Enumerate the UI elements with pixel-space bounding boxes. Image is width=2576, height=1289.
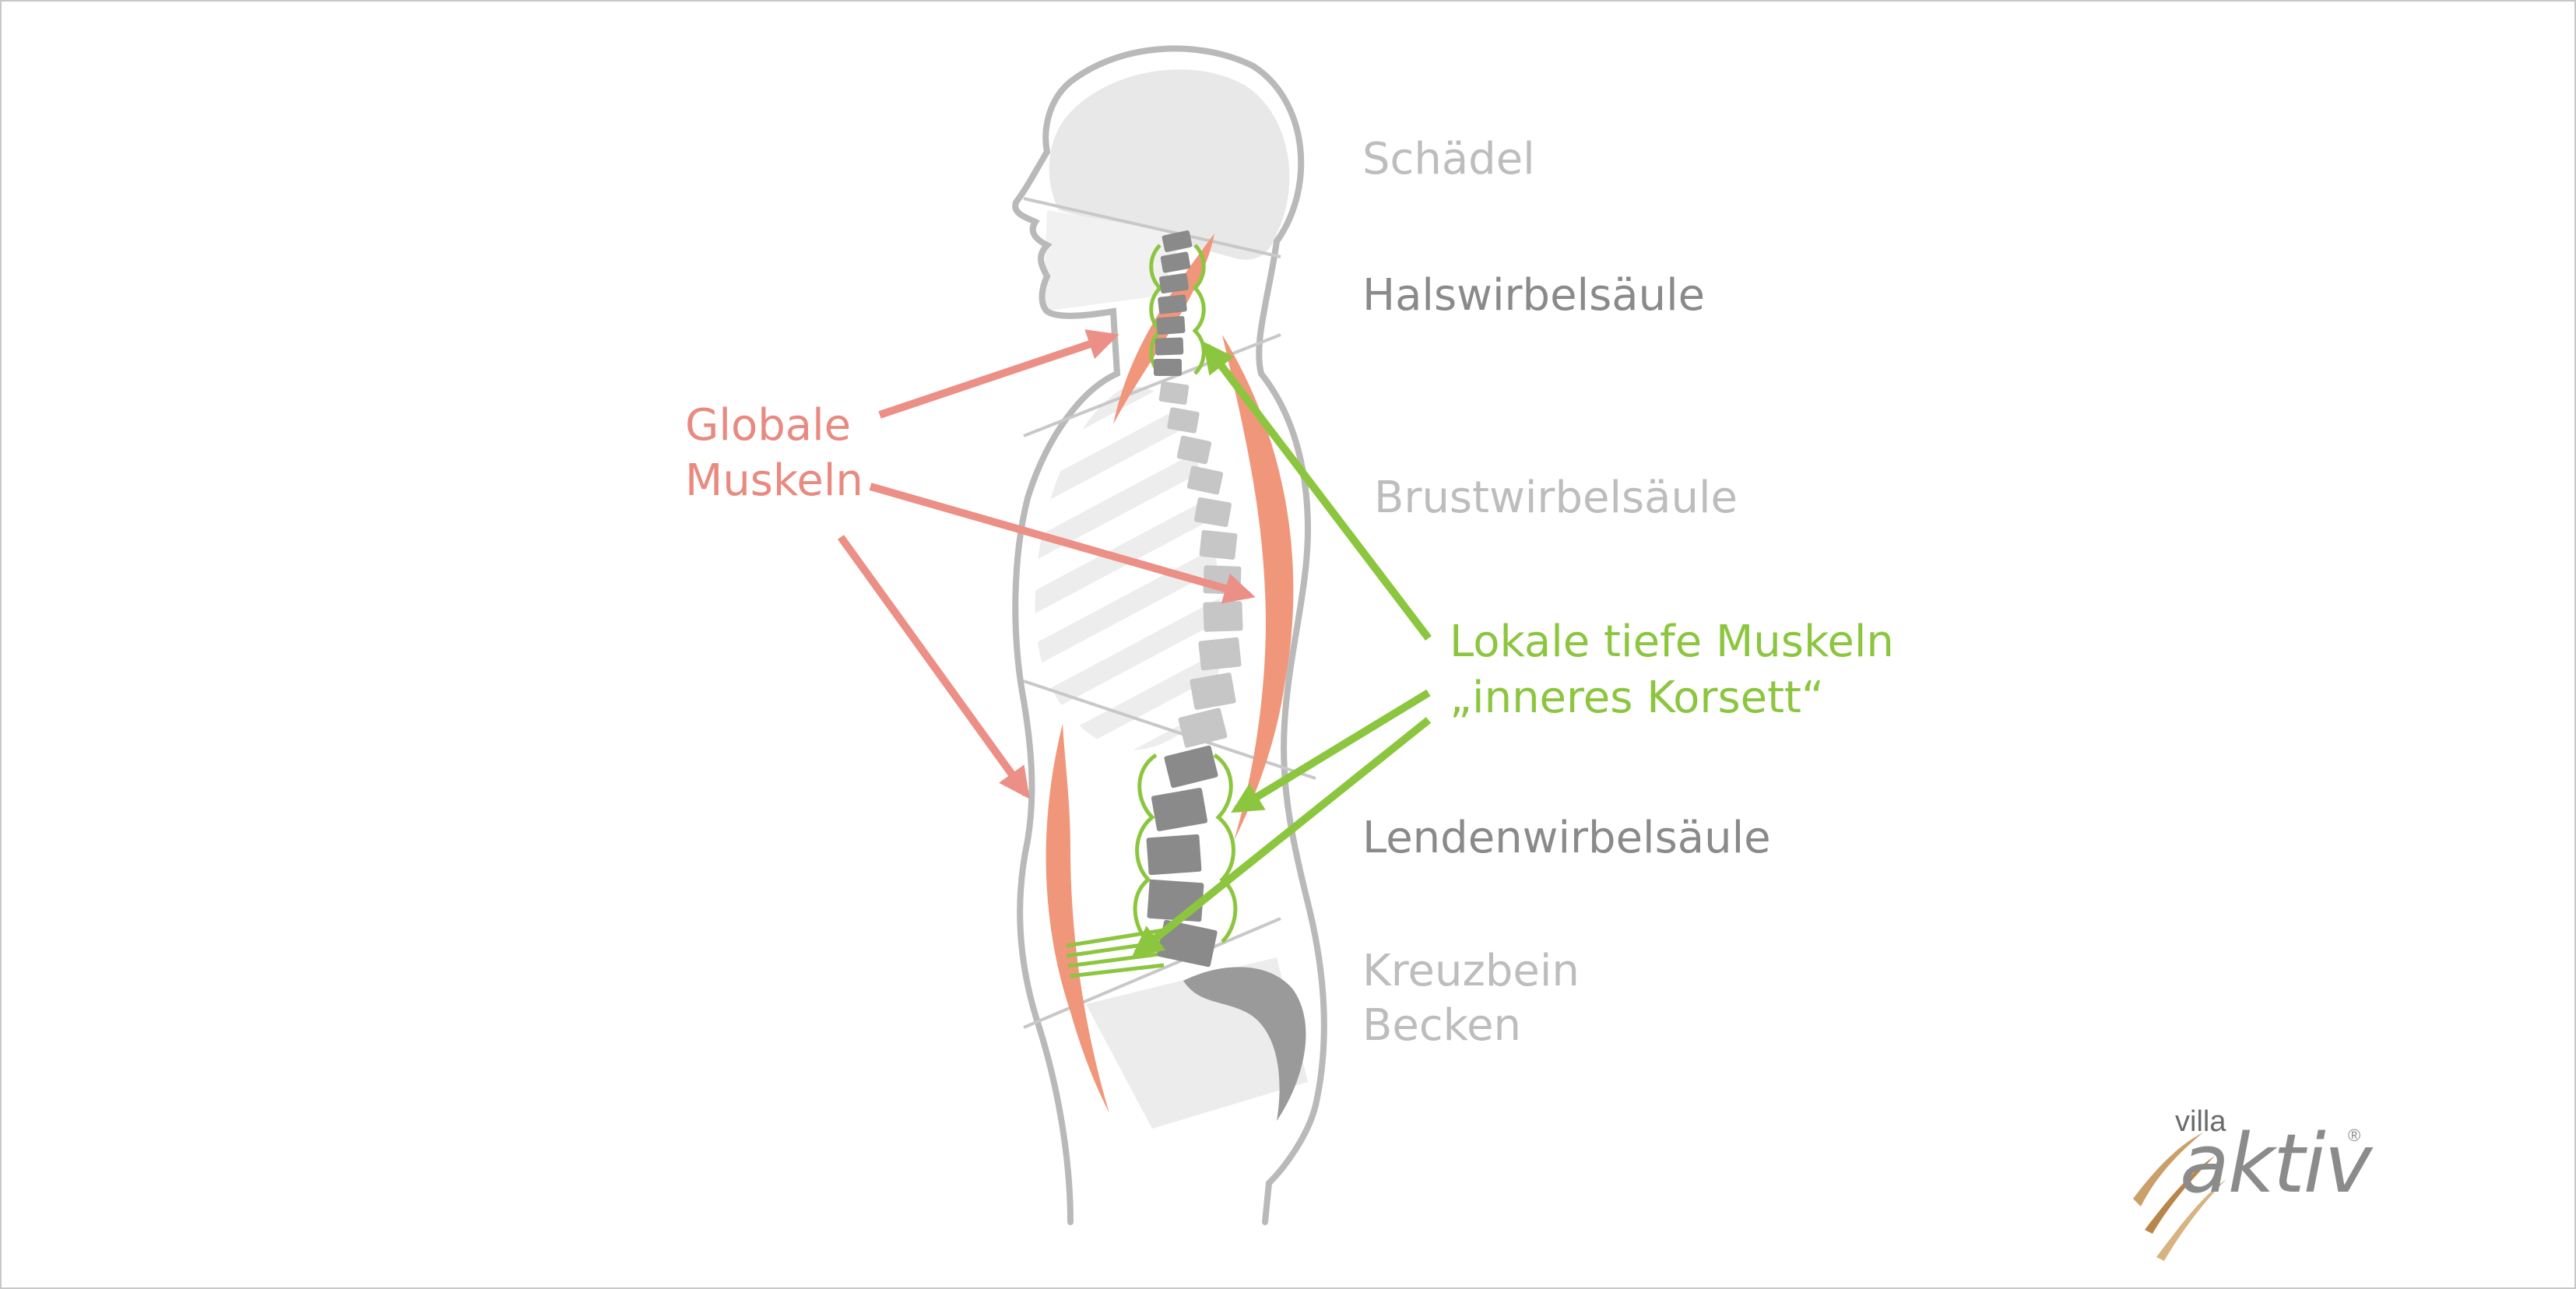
rib-cage — [1035, 386, 1221, 750]
skull — [1049, 69, 1290, 260]
vertebra — [1186, 465, 1224, 495]
label-brustwirbelsaeule: Brustwirbelsäule — [1374, 472, 1738, 523]
local-muscle-arrows — [1131, 341, 1432, 957]
vertebra — [1164, 745, 1218, 789]
vertebra — [1178, 708, 1228, 748]
label-halswirbelsaeule: Halswirbelsäule — [1362, 270, 1706, 321]
face — [1043, 210, 1183, 311]
global-muscle-arrows — [837, 329, 1256, 799]
vertebra — [1151, 788, 1208, 831]
vertebra — [1157, 919, 1218, 968]
region-separators — [1023, 197, 1316, 1029]
body-outline-back — [1256, 238, 1327, 1225]
logo-villa-text: villa — [2175, 1105, 2226, 1138]
vertebra — [1158, 381, 1190, 405]
vertebra — [1154, 337, 1184, 356]
vertebra — [1156, 315, 1186, 335]
label-lokale-line1: Lokale tiefe Muskeln — [1450, 616, 1894, 667]
logo-aktiv-text: aktiv — [2180, 1116, 2372, 1211]
label-globale-line2: Muskeln — [685, 455, 863, 506]
vertebra — [1161, 230, 1193, 252]
vertebra — [1158, 294, 1187, 314]
label-schaedel: Schädel — [1362, 134, 1535, 184]
spine — [1146, 230, 1243, 968]
vertebra — [1199, 529, 1238, 560]
vertebra — [1159, 272, 1189, 294]
vertebra — [1160, 251, 1191, 273]
logo-registered-mark: ® — [2348, 1126, 2361, 1145]
sacrum — [1183, 967, 1306, 1121]
vertebra — [1146, 834, 1202, 876]
label-globale-line1: Globale — [685, 400, 852, 451]
label-kreuzbein: Kreuzbein — [1362, 946, 1580, 996]
vertebra — [1194, 497, 1232, 528]
vertebra — [1154, 359, 1182, 376]
vertebra — [1176, 435, 1212, 465]
body-outline-front — [1012, 45, 1305, 1225]
label-becken: Becken — [1362, 1000, 1522, 1051]
label-lokale-line2: „inneres Korsett“ — [1450, 673, 1825, 723]
vertebra — [1167, 407, 1200, 434]
vertebra — [1147, 879, 1204, 922]
label-lendenwirbelsaeule: Lendenwirbelsäule — [1362, 813, 1771, 863]
vertebra — [1203, 601, 1243, 632]
logo-swoosh — [2133, 1133, 2226, 1261]
vertebra — [1190, 673, 1236, 710]
vertebra — [1198, 637, 1242, 671]
